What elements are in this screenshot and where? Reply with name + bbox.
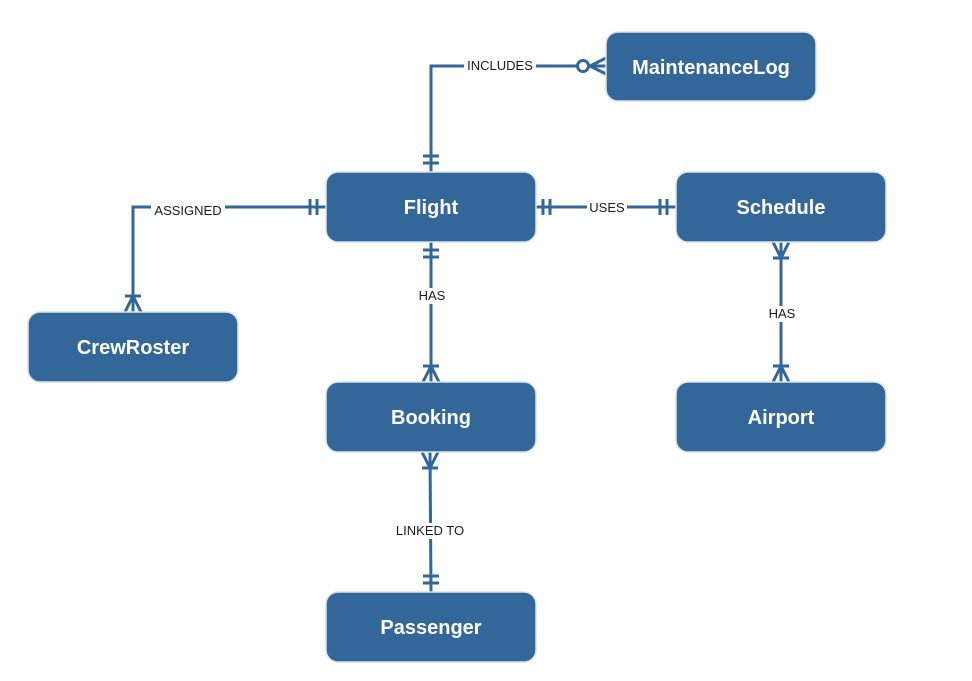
entity-booking[interactable]: Booking [325, 381, 537, 453]
edge-label-has-airport: HAS [769, 306, 796, 321]
edge-flight-crewroster[interactable]: ASSIGNED [123, 199, 326, 313]
crow-foot-mark [589, 64, 607, 76]
entity-crewroster[interactable]: CrewRoster [27, 311, 239, 383]
crow-foot-mark [421, 365, 433, 383]
crow-foot-mark [779, 365, 791, 383]
edge-label-has-booking: HAS [419, 288, 446, 303]
entity-label: Airport [748, 407, 815, 429]
edge-label-includes: INCLUDES [467, 58, 533, 73]
entity-maintenancelog[interactable]: MaintenanceLog [605, 31, 817, 102]
edge-flight-schedule[interactable]: USES [536, 199, 676, 215]
edge-label-assigned: ASSIGNED [154, 203, 221, 218]
entity-passenger[interactable]: Passenger [325, 591, 537, 663]
entity-label: Passenger [380, 617, 481, 639]
entity-label: Flight [404, 197, 459, 219]
crow-foot-mark [131, 295, 143, 313]
edge-label-linked-to: LINKED TO [396, 523, 464, 538]
edge-flight-maintenancelog[interactable]: INCLUDES [423, 56, 607, 172]
edge-flight-booking[interactable]: HAS [416, 242, 448, 383]
entity-label: CrewRoster [77, 337, 189, 359]
edge-label-uses: USES [589, 200, 625, 215]
crow-foot-mark [589, 56, 607, 68]
entity-label: MaintenanceLog [632, 57, 790, 79]
edge-booking-passenger[interactable]: LINKED TO [392, 451, 468, 593]
crow-foot-mark [429, 365, 441, 383]
crow-foot-mark [771, 241, 783, 259]
entity-label: Booking [391, 407, 471, 429]
entity-schedule[interactable]: Schedule [675, 171, 887, 243]
entity-flight[interactable]: Flight [325, 171, 537, 243]
crow-foot-mark [123, 295, 135, 313]
edge-schedule-airport[interactable]: HAS [766, 241, 798, 383]
zero-mark [576, 59, 590, 73]
crow-foot-mark [771, 365, 783, 383]
entity-airport[interactable]: Airport [675, 381, 887, 453]
crow-foot-mark [428, 451, 440, 469]
crow-foot-mark [779, 241, 791, 259]
entity-label: Schedule [737, 197, 826, 219]
crow-foot-mark [420, 451, 432, 469]
